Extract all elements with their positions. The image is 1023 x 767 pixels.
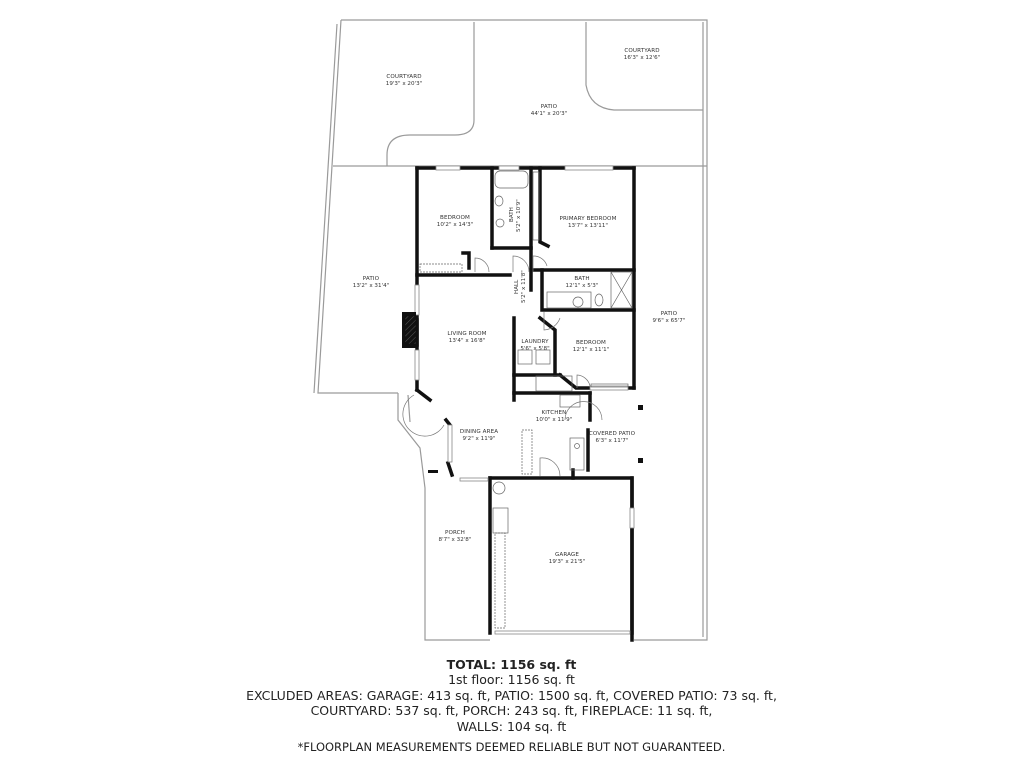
excluded-areas-line-3: WALLS: 104 sq. ft (456, 718, 567, 734)
fixtures (419, 170, 633, 629)
door-swings (402, 255, 603, 477)
covered-patio-posts (428, 405, 643, 473)
room-dimensions: 5'6" x 5'8" (520, 346, 550, 352)
room-dimensions: 19'3" x 20'3" (385, 81, 423, 87)
excluded-areas-line-1: EXCLUDED AREAS: GARAGE: 413 sq. ft, PATI… (246, 687, 777, 703)
room-name: LIVING ROOM (447, 331, 487, 337)
room-name: DINING AREA (459, 429, 499, 435)
room-name: BATH (574, 276, 590, 282)
room-label-courtyard-left: COURTYARD 19'3" x 20'3" (386, 74, 422, 88)
room-name: BEDROOM (576, 340, 606, 346)
room-label-bath-hall-dim: 5'2" x 10'9" (516, 199, 523, 232)
room-label-bedroom-right: BEDROOM 12'1" x 11'1" (573, 340, 609, 354)
interior-walls (414, 166, 636, 642)
area-summary: TOTAL: 1156 sq. ft 1st floor: 1156 sq. f… (0, 657, 1023, 754)
room-label-porch: PORCH 8'7" x 32'8" (439, 530, 472, 544)
room-dimensions: 5'2" x 11'8" (521, 270, 527, 303)
room-label-courtyard-right: COURTYARD 16'3" x 12'6" (624, 48, 660, 62)
room-dimensions: 10'2" x 14'3" (436, 222, 474, 228)
room-label-patio-right: PATIO 9'6" x 65'7" (653, 311, 686, 325)
room-name: COVERED PATIO (588, 431, 636, 437)
room-label-bath-hall: BATH (509, 207, 516, 222)
room-label-patio-left: PATIO 13'2" x 31'4" (353, 276, 389, 290)
room-dimensions: 13'7" x 13'11" (567, 223, 609, 229)
room-dimensions: 8'7" x 32'8" (438, 537, 472, 543)
room-dimensions: 9'6" x 65'7" (652, 318, 686, 324)
room-dimensions: 16'3" x 12'6" (623, 55, 661, 61)
room-label-hall-dim: 5'2" x 11'8" (521, 270, 528, 303)
room-name: GARAGE (554, 552, 580, 558)
room-name: COURTYARD (386, 74, 422, 80)
room-label-living-room: LIVING ROOM 13'4" x 16'8" (447, 331, 486, 345)
room-name: BEDROOM (440, 215, 470, 221)
room-dimensions: 5'2" x 10'9" (516, 199, 522, 232)
room-name: PATIO (362, 276, 380, 282)
room-name: PATIO (540, 104, 558, 110)
room-label-bedroom-left: BEDROOM 10'2" x 14'3" (437, 215, 473, 229)
room-name: BATH (509, 207, 515, 222)
room-name: PORCH (444, 530, 465, 536)
room-dimensions: 12'1" x 11'1" (572, 347, 610, 353)
windows (414, 165, 635, 635)
room-label-kitchen: KITCHEN 10'0" x 11'9" (536, 410, 572, 424)
first-floor-area: 1st floor: 1156 sq. ft (448, 672, 575, 687)
room-dimensions: 13'4" x 16'8" (448, 338, 486, 344)
room-name: LAUNDRY (521, 339, 549, 345)
room-name: HALL (514, 279, 520, 294)
disclaimer: *FLOORPLAN MEASUREMENTS DEEMED RELIABLE … (297, 740, 726, 754)
fireplace (402, 312, 417, 348)
room-label-hall: HALL (514, 280, 521, 294)
floorplan-drawing (313, 19, 708, 642)
room-label-bath-primary: BATH 12'1" x 5'3" (566, 276, 599, 290)
room-dimensions: 6'3" x 11'7" (595, 438, 629, 444)
room-label-garage: GARAGE 19'3" x 21'5" (549, 552, 585, 566)
room-dimensions: 12'1" x 5'3" (565, 283, 599, 289)
exterior-outline (313, 19, 708, 641)
room-label-dining-area: DINING AREA 9'2" x 11'9" (460, 429, 498, 443)
room-dimensions: 44'1" x 20'3" (530, 111, 568, 117)
room-label-covered-patio: COVERED PATIO 6'3" x 11'7" (589, 431, 635, 445)
room-name: KITCHEN (541, 410, 567, 416)
room-label-primary-bedroom: PRIMARY BEDROOM 13'7" x 13'11" (560, 216, 617, 230)
room-dimensions: 13'2" x 31'4" (352, 283, 390, 289)
room-label-laundry: LAUNDRY 5'6" x 5'8" (520, 339, 549, 353)
room-dimensions: 10'0" x 11'9" (535, 417, 573, 423)
room-dimensions: 9'2" x 11'9" (462, 436, 496, 442)
room-name: COURTYARD (624, 48, 660, 54)
excluded-areas-line-2: COURTYARD: 537 sq. ft, PORCH: 243 sq. ft… (310, 703, 713, 718)
room-name: PRIMARY BEDROOM (559, 216, 617, 222)
room-label-patio-top: PATIO 44'1" x 20'3" (531, 104, 567, 118)
total-area: TOTAL: 1156 sq. ft (446, 657, 577, 672)
room-dimensions: 19'3" x 21'5" (548, 559, 586, 565)
room-name: PATIO (660, 311, 678, 317)
